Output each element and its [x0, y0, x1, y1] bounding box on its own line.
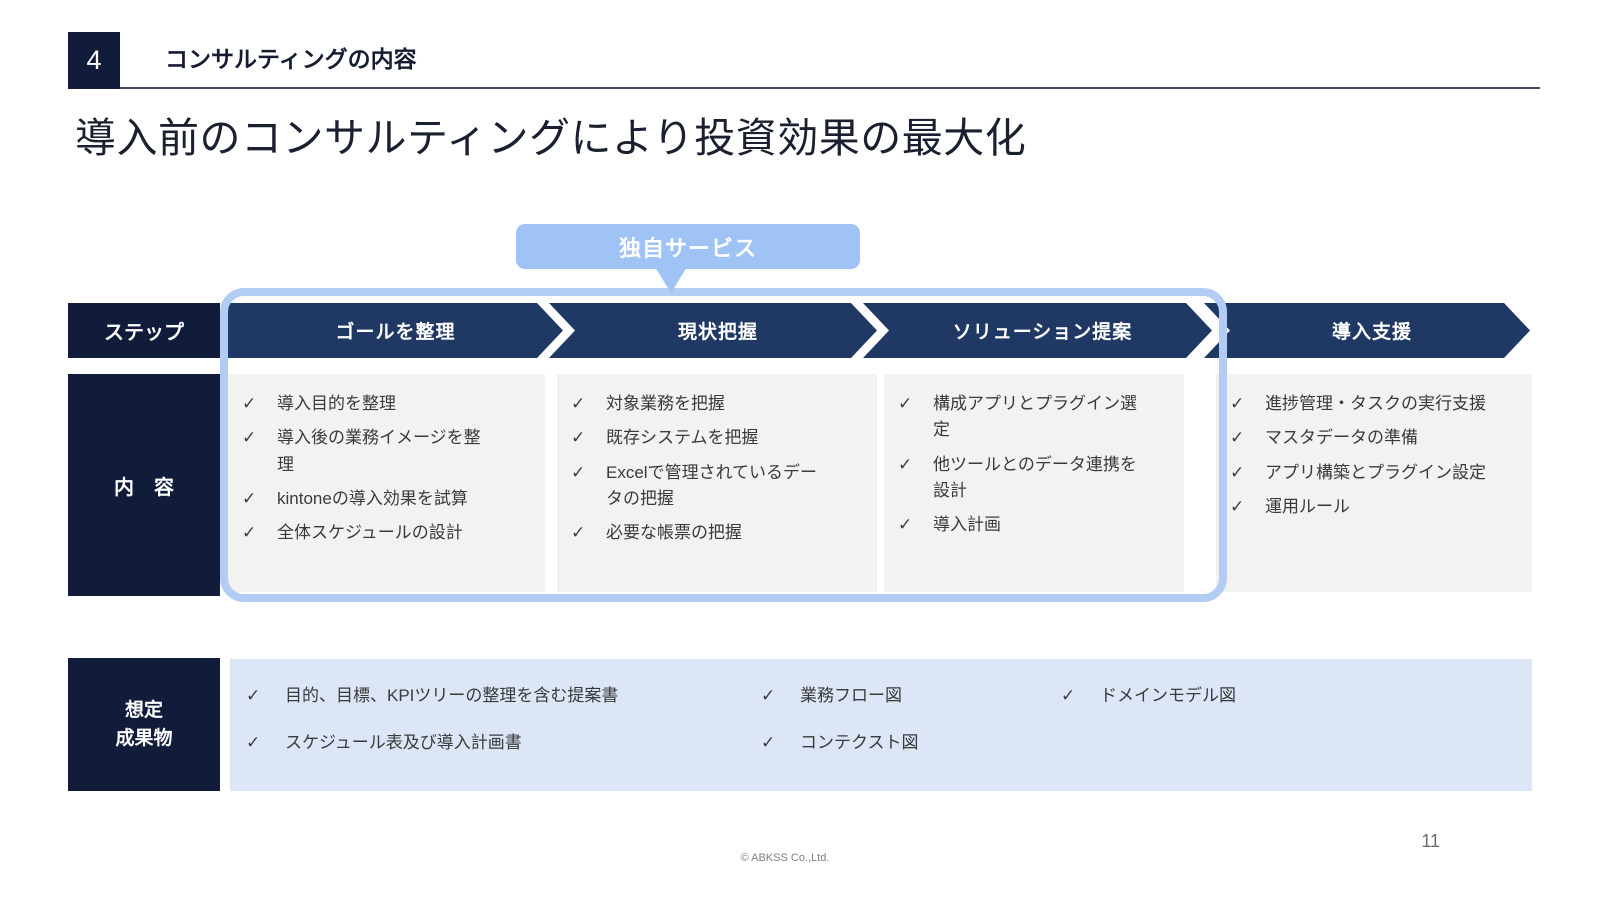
step-arrow-goal: ゴールを整理: [228, 303, 563, 358]
list-item-text: 対象業務を把握: [606, 394, 725, 413]
callout-tail-icon: [655, 267, 687, 293]
section-number-box: 4: [68, 32, 120, 89]
header-divider: [68, 87, 1540, 89]
list-item-text: アプリ構築とプラグイン設定: [1265, 462, 1486, 482]
check-icon: ✓: [242, 523, 257, 543]
deliverables-column-3: ✓ ドメインモデル図: [1061, 683, 1532, 791]
check-icon: ✓: [571, 523, 586, 543]
deliverables-panel: ✓ 目的、目標、KPIツリーの整理を含む提案書 ✓ スケジュール表及び導入計画書…: [230, 659, 1532, 791]
list-item-text: スケジュール表及び導入計画書: [285, 733, 522, 753]
check-icon: ✓: [898, 454, 913, 474]
callout-unique-service: 独自サービス: [516, 224, 860, 269]
list-item-text: 構成アプリとプラグイン選定: [933, 394, 1137, 440]
row-label-content: 内 容: [68, 374, 220, 596]
list-item-text: 他ツールとのデータ連携を設計: [933, 454, 1137, 501]
check-icon: ✓: [246, 686, 261, 705]
section-number: 4: [86, 45, 102, 75]
list-item-text: 目的、目標、KPIツリーの整理を含む提案書: [285, 686, 619, 705]
step-content-panel-current-state: ✓ 対象業務を把握 ✓ 既存システムを把握 ✓ Excelで管理されているデータ…: [557, 374, 877, 592]
list-item-text: Excelで管理されているデータの把握: [606, 462, 818, 509]
list-item: ✓ ドメインモデル図: [1061, 683, 1532, 709]
list-item: ✓ 導入計画: [898, 512, 1178, 538]
list-item: ✓ 全体スケジュールの設計: [242, 520, 539, 546]
step-arrow-solution: ソリューション提案: [863, 303, 1212, 358]
step-arrow-label: ゴールを整理: [335, 322, 456, 343]
list-item-text: 業務フロー図: [800, 686, 902, 705]
step-content-panel-solution: ✓ 構成アプリとプラグイン選定 ✓ 他ツールとのデータ連携を設計 ✓ 導入計画: [884, 374, 1184, 592]
check-icon: ✓: [1230, 428, 1245, 448]
list-item: ✓ アプリ構築とプラグイン設定: [1230, 460, 1526, 486]
check-icon: ✓: [898, 515, 913, 535]
copyright: © ABKSS Co.,Ltd.: [740, 852, 830, 864]
list-item-text: 必要な帳票の把握: [606, 523, 742, 543]
step-arrow-label: ソリューション提案: [952, 322, 1133, 343]
step-arrow-label: 現状把握: [677, 322, 758, 343]
list-item-text: 進捗管理・タスクの実行支援: [1265, 394, 1486, 413]
list-item: ✓ 導入後の業務イメージを整理: [242, 425, 539, 478]
row-label-deliverables: 想定 成果物: [68, 658, 220, 791]
list-item-text: マスタデータの準備: [1265, 428, 1418, 448]
deliverables-label-line1: 想定: [124, 699, 163, 721]
list-item-text: 全体スケジュールの設計: [277, 523, 463, 543]
list-item: ✓ 既存システムを把握: [571, 425, 871, 451]
list-item-text: kintoneの導入効果を試算: [277, 489, 468, 509]
callout-label: 独自サービス: [618, 235, 757, 261]
check-icon: ✓: [571, 394, 586, 413]
check-icon: ✓: [1230, 462, 1245, 482]
check-icon: ✓: [242, 428, 257, 448]
list-item: ✓ 必要な帳票の把握: [571, 520, 871, 546]
page-number: 11: [1421, 831, 1440, 851]
step-content-panel-implementation: ✓ 進捗管理・タスクの実行支援 ✓ マスタデータの準備 ✓ アプリ構築とプラグイ…: [1216, 374, 1532, 592]
step-content-panel-goal: ✓ 導入目的を整理 ✓ 導入後の業務イメージを整理 ✓ kintoneの導入効果…: [228, 374, 545, 592]
check-icon: ✓: [761, 686, 776, 705]
list-item: ✓ スケジュール表及び導入計画書: [246, 730, 761, 756]
list-item: ✓ 構成アプリとプラグイン選定: [898, 391, 1178, 444]
list-item-text: コンテクスト図: [800, 733, 919, 753]
step-arrow-label: 導入支援: [1331, 322, 1412, 343]
check-icon: ✓: [1230, 394, 1245, 413]
list-item: ✓ kintoneの導入効果を試算: [242, 486, 539, 512]
list-item-text: 運用ルール: [1265, 497, 1350, 517]
list-item-text: ドメインモデル図: [1100, 686, 1236, 705]
check-icon: ✓: [898, 394, 913, 413]
list-item: ✓ 導入目的を整理: [242, 391, 539, 417]
list-item: ✓ 対象業務を把握: [571, 391, 871, 417]
list-item: ✓ 運用ルール: [1230, 494, 1526, 520]
list-item-text: 導入目的を整理: [277, 394, 396, 413]
row-label-step: ステップ: [68, 303, 220, 358]
list-item: ✓ 他ツールとのデータ連携を設計: [898, 452, 1178, 505]
deliverables-column-2: ✓ 業務フロー図 ✓ コンテクスト図: [761, 683, 1061, 791]
list-item: ✓ マスタデータの準備: [1230, 425, 1526, 451]
list-item: ✓ 目的、目標、KPIツリーの整理を含む提案書: [246, 683, 761, 709]
slide-heading: 導入前のコンサルティングにより投資効果の最大化: [75, 115, 1027, 161]
section-title: コンサルティングの内容: [165, 46, 417, 72]
list-item: ✓ Excelで管理されているデータの把握: [571, 460, 871, 513]
list-item-text: 導入後の業務イメージを整理: [277, 428, 481, 474]
list-item: ✓ 業務フロー図: [761, 683, 1061, 709]
list-item: ✓ 進捗管理・タスクの実行支援: [1230, 391, 1526, 417]
check-icon: ✓: [242, 489, 257, 509]
step-arrow-implementation: 導入支援: [1204, 303, 1530, 358]
check-icon: ✓: [242, 394, 257, 413]
check-icon: ✓: [761, 733, 776, 753]
deliverables-label-line2: 成果物: [115, 727, 173, 749]
list-item: ✓ コンテクスト図: [761, 730, 1061, 756]
list-item-text: 導入計画: [933, 515, 1001, 535]
deliverables-column-1: ✓ 目的、目標、KPIツリーの整理を含む提案書 ✓ スケジュール表及び導入計画書: [246, 683, 761, 791]
step-arrow-current-state: 現状把握: [549, 303, 877, 358]
check-icon: ✓: [1230, 497, 1245, 517]
check-icon: ✓: [1061, 686, 1076, 705]
check-icon: ✓: [571, 462, 586, 482]
check-icon: ✓: [571, 428, 586, 448]
list-item-text: 既存システムを把握: [606, 428, 759, 448]
check-icon: ✓: [246, 733, 261, 753]
